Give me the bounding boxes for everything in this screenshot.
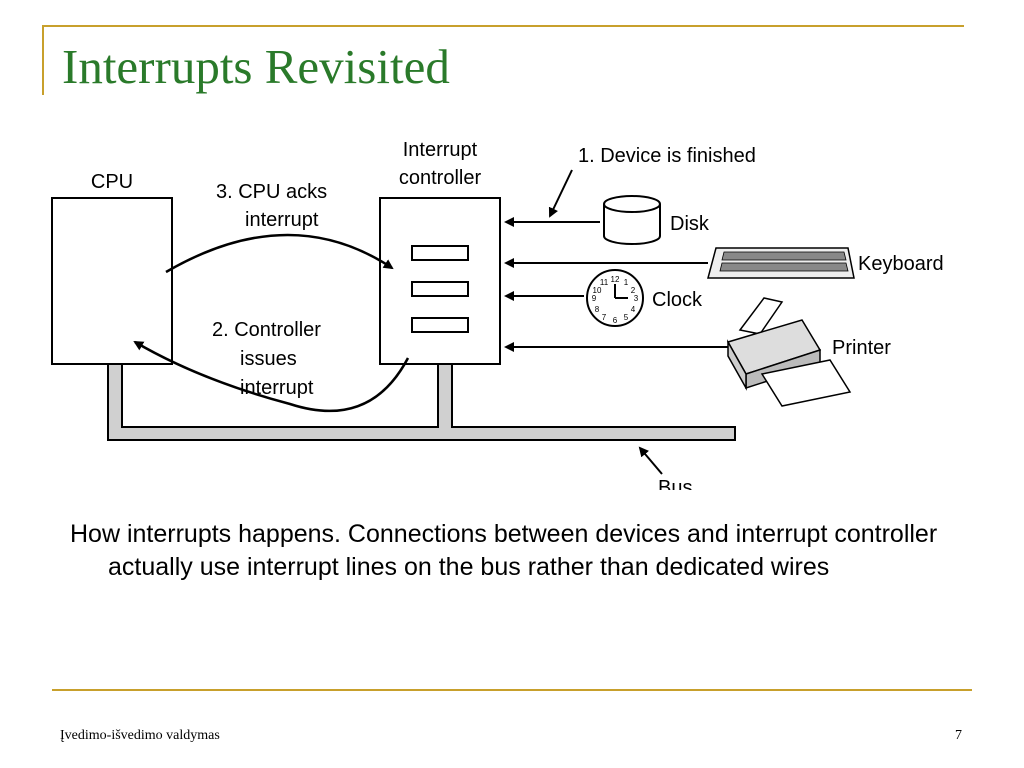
ack-arrow (165, 233, 394, 274)
controller-register-3 (411, 317, 469, 333)
bus-label: Bus (658, 477, 692, 490)
page-number: 7 (955, 728, 962, 743)
clock-num-8: 8 (595, 305, 600, 314)
printer-icon (726, 297, 852, 407)
interrupt-diagram: CPU Interrupt controller 3. CPU acks int… (51, 139, 944, 490)
clock-num-1: 1 (624, 278, 629, 287)
clock-num-2: 2 (631, 286, 636, 295)
footer-rule (52, 689, 972, 691)
footer-course-title: Įvedimo-išvedimo valdymas (60, 728, 220, 743)
interrupt-arrow (133, 340, 410, 413)
device-finished-arrow (548, 169, 573, 218)
step2-line1: 2. Controller (212, 319, 321, 341)
slide-caption: How interrupts happens. Connections betw… (70, 520, 938, 581)
cpu-box (51, 197, 173, 365)
disk-icon (603, 195, 661, 245)
step2-line2: issues (240, 348, 297, 370)
clock-label: Clock (652, 289, 703, 311)
frame-top-rule (42, 25, 964, 27)
clock-num-10: 10 (593, 286, 602, 295)
clock-num-11: 11 (600, 278, 609, 287)
controller-register-2 (411, 281, 469, 297)
controller-register-1 (411, 245, 469, 261)
clock-num-9: 9 (592, 294, 597, 303)
bus-pointer-arrow (638, 446, 663, 475)
step2-line3: interrupt (240, 377, 314, 399)
step1-label: 1. Device is finished (578, 145, 756, 167)
controller-label-line2: controller (399, 167, 482, 189)
printer-label: Printer (832, 337, 891, 359)
keyboard-icon (707, 247, 855, 279)
slide-title: Interrupts Revisited (62, 39, 450, 94)
clock-num-4: 4 (631, 305, 636, 314)
clock-num-5: 5 (624, 313, 629, 322)
clock-num-12: 12 (611, 275, 620, 284)
step3-line1: 3. CPU acks (216, 181, 327, 203)
cpu-label: CPU (91, 171, 133, 193)
clock-num-7: 7 (602, 313, 607, 322)
clock-num-6: 6 (613, 316, 618, 325)
frame-left-rule (42, 25, 44, 95)
controller-label-line1: Interrupt (403, 139, 478, 161)
clock-icon: 12 1 2 3 4 5 6 7 8 9 10 11 (586, 269, 644, 327)
disk-label: Disk (670, 213, 710, 235)
step3-line2: interrupt (245, 209, 319, 231)
clock-num-3: 3 (634, 294, 639, 303)
keyboard-label: Keyboard (858, 253, 944, 275)
